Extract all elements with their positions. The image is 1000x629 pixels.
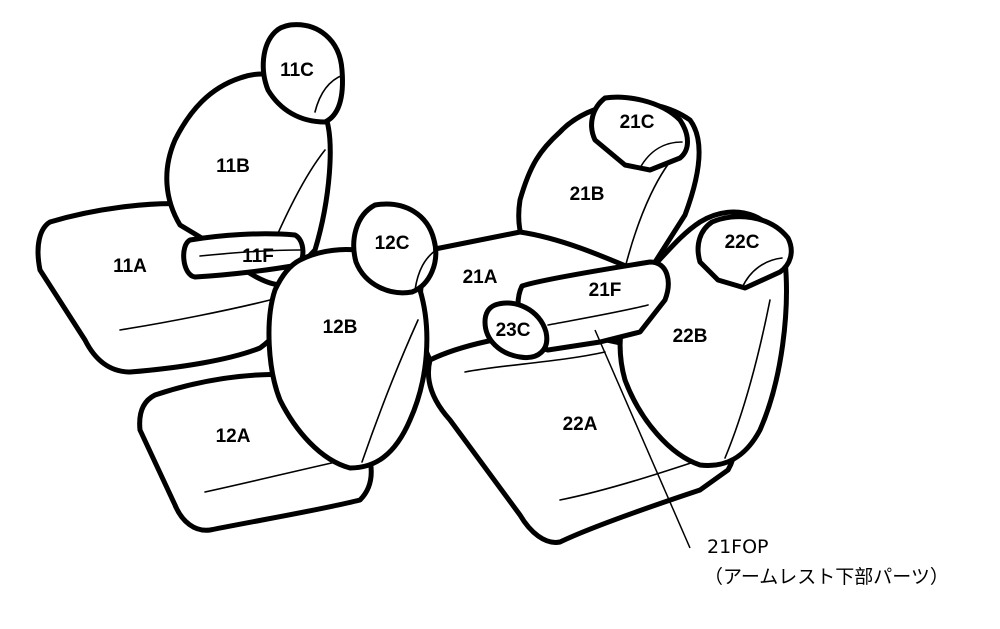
label-21C: 21C [620,112,655,133]
label-22A: 22A [563,414,598,435]
part-12C [351,201,439,296]
label-22B: 22B [673,326,708,347]
label-11A: 11A [113,256,147,277]
label-12B: 12B [323,317,358,338]
callout-leader-line [594,329,691,549]
part-22C [695,214,794,291]
callout-code: 21FOP [707,536,769,558]
label-22C: 22C [725,232,760,253]
callout-description: （アームレスト下部パーツ） [704,566,949,588]
label-12A: 12A [216,426,251,447]
label-21B: 21B [570,184,605,205]
label-11C: 11C [280,60,314,81]
label-21A: 21A [463,267,498,288]
label-11F: 11F [242,246,274,267]
label-12C: 12C [375,233,410,254]
label-23C: 23C [496,320,531,341]
part-21F [515,259,671,353]
part-23C [482,300,550,361]
label-11B: 11B [216,156,250,177]
part-11C [260,22,345,125]
part-21C [589,94,690,173]
label-21F: 21F [589,280,622,301]
